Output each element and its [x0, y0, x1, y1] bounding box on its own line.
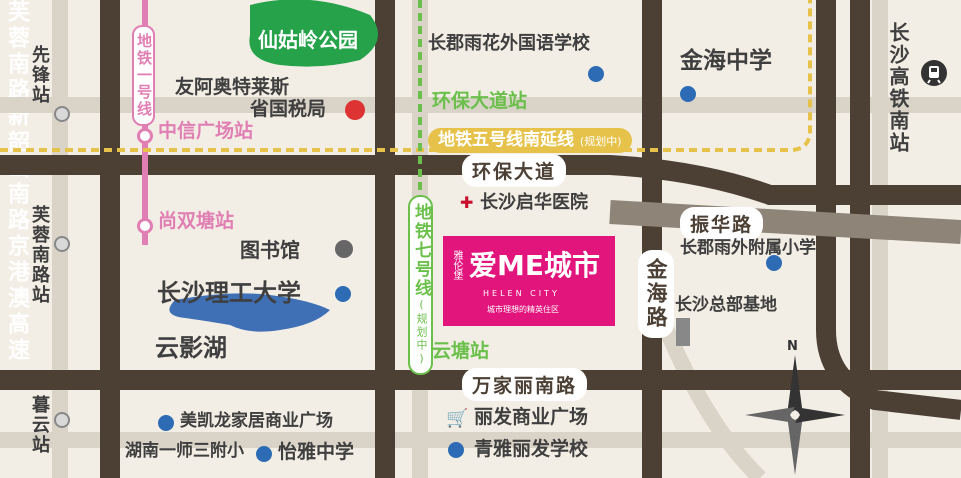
poi-hospital: 长沙启华医院: [480, 192, 588, 213]
train-icon: [921, 60, 947, 86]
station-shangshuangtang-dot: [137, 218, 153, 234]
station-huanbao-label: 环保大道站: [432, 90, 528, 112]
poi-yali-school: 长郡雨花外国语学校: [428, 33, 590, 54]
poi-hq-base: 长沙总部基地: [675, 295, 777, 315]
poi-outlets: 友阿奥特莱斯: [175, 76, 290, 98]
station-shangshuangtang-label: 尚双塘站: [158, 210, 235, 232]
project-slogan: 城市理想的精英住区: [487, 305, 559, 314]
hospital-icon: ✚: [460, 193, 474, 212]
project-block[interactable]: 雅伦堡 爱ME城市 HELEN CITY 城市理想的精英住区: [443, 236, 615, 326]
poi-jinhai-school: 金海中学: [680, 48, 772, 74]
station-muyun-label: 暮云站: [29, 395, 50, 455]
project-english: HELEN CITY: [483, 289, 560, 298]
metro-line-5-label: 地铁五号线南延线 (规划中): [428, 128, 632, 153]
metro-line-7-note: (规划中): [415, 298, 428, 367]
metro-line-1-label: 地铁一号线: [132, 25, 155, 126]
compass-icon: N: [745, 339, 845, 475]
metro-line-5-name: 地铁五号线南延线: [438, 130, 574, 150]
school-icon: [448, 442, 464, 458]
school-icon: [256, 446, 272, 462]
road-jinggangao-label: 京港澳高速: [4, 234, 29, 364]
metro-line-7-label: 地铁七号线(规划中): [408, 195, 433, 375]
poi-lake: 云影湖: [155, 334, 227, 362]
poi-hunan-affiliated: 湖南一师三附小: [125, 441, 244, 461]
gov-icon: [345, 100, 365, 120]
metro-line-5-note: (规划中): [579, 135, 622, 148]
road-zhenhua-label: 振华路: [680, 207, 764, 240]
metro-icon: [54, 236, 70, 252]
station-changsha-south-label: 长沙高铁南站: [886, 22, 910, 154]
poi-meikailong: 美凯龙家居商业广场: [180, 411, 333, 431]
compass-north: N: [787, 339, 798, 354]
metro-icon: [54, 106, 70, 122]
school-icon: [158, 415, 174, 431]
library-icon: [335, 240, 353, 258]
project-name: 爱ME城市: [469, 249, 600, 282]
road-furong-label: 芙蓉南路: [4, 0, 29, 104]
station-zhongxin-dot: [137, 128, 153, 144]
park-shape: [249, 0, 378, 67]
poi-tax-bureau: 省国税局: [250, 98, 327, 120]
school-icon: [335, 286, 351, 302]
shopping-icon: 🛒: [446, 408, 469, 429]
station-xianfeng-label: 先锋站: [29, 45, 50, 105]
road-huanbao-label: 环保大道: [462, 154, 567, 187]
poi-qingya-school: 青雅丽发学校: [474, 438, 589, 460]
lake-shape: [169, 293, 330, 332]
metro-line-7-name: 地铁七号线: [411, 203, 431, 298]
park-label: 仙姑岭公园: [258, 28, 358, 52]
building-icon: [676, 318, 690, 346]
school-icon: [588, 66, 604, 82]
poi-changjun-primary: 长郡雨外附属小学: [680, 238, 816, 258]
road-jinhai-label: 金海路: [638, 250, 674, 338]
school-icon: [766, 255, 782, 271]
road-wanjia-label: 万家丽南路: [462, 368, 588, 401]
poi-yiya-school: 怡雅中学: [278, 441, 355, 463]
poi-university: 长沙理工大学: [157, 279, 301, 307]
project-brand-small: 雅伦堡: [451, 250, 462, 280]
poi-library: 图书馆: [240, 238, 300, 262]
school-icon: [680, 86, 696, 102]
station-zhongxin-label: 中信广场站: [158, 120, 254, 142]
poi-lifa-plaza: 丽发商业广场: [474, 406, 589, 428]
station-yuntang-label: 云塘站: [432, 340, 490, 362]
station-furongnan-label: 芙蓉南路站: [29, 205, 50, 305]
metro-icon: [54, 412, 70, 428]
